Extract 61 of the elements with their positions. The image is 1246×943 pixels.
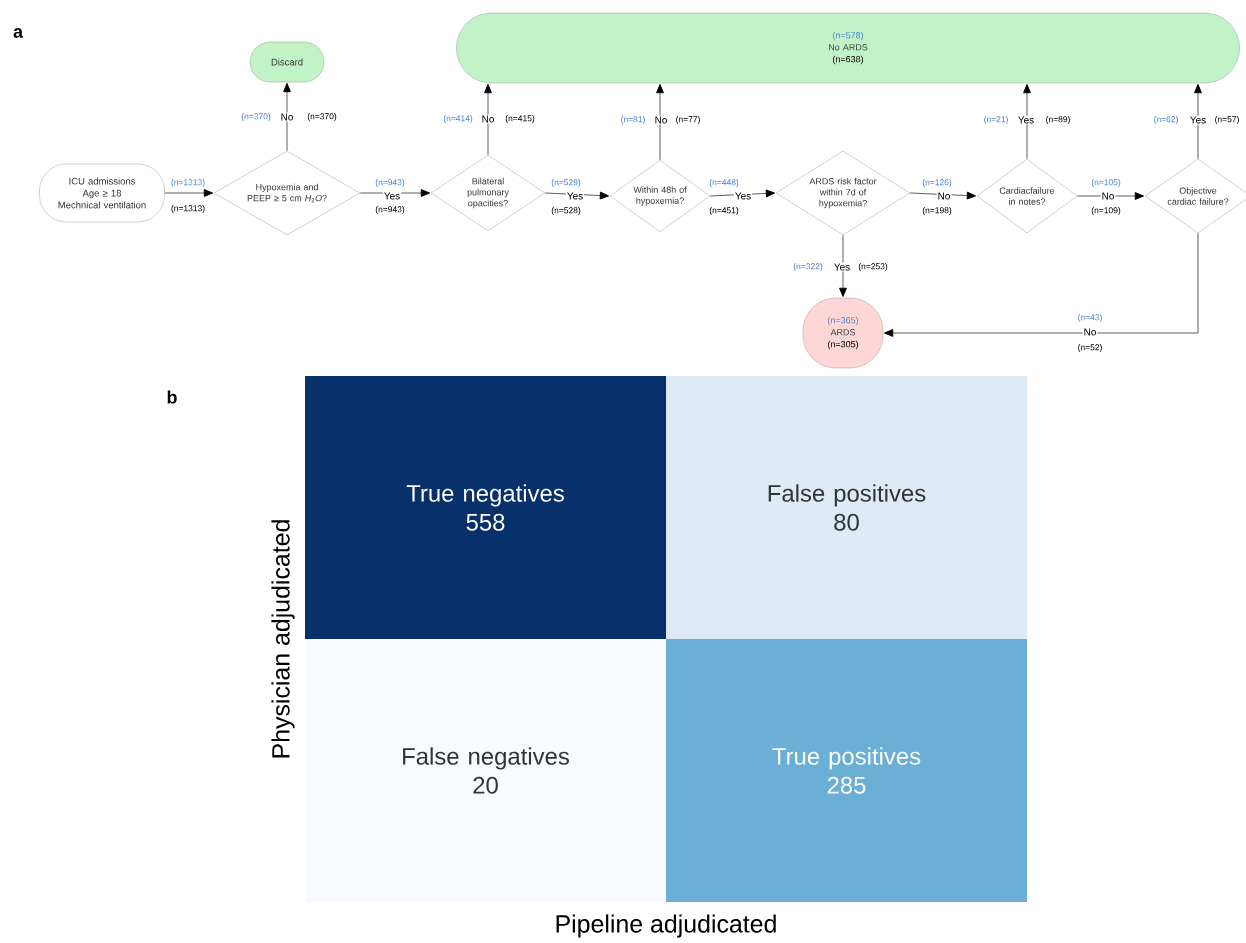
count-label: (n=21) bbox=[984, 116, 1008, 124]
count-label: (n=448) bbox=[709, 179, 739, 187]
edge-label: Yes bbox=[832, 262, 852, 272]
count-label: (n=1313) bbox=[171, 179, 205, 187]
edge-label: No bbox=[936, 191, 952, 201]
edge-label: Yes bbox=[382, 191, 402, 201]
count-label: (n=81) bbox=[621, 116, 645, 124]
count-label: (n=109) bbox=[1091, 207, 1121, 215]
count-label: (n=370) bbox=[307, 113, 337, 121]
arrow bbox=[839, 234, 847, 298]
edge-label: No bbox=[1100, 191, 1116, 201]
count-label: (n=62) bbox=[1154, 116, 1178, 124]
count-label: (n=43) bbox=[1078, 314, 1102, 322]
matrix-cell: True positives 285 bbox=[666, 639, 1027, 902]
edge-label: No bbox=[1082, 327, 1098, 337]
count-label: (n=943) bbox=[375, 206, 405, 214]
edge-label: No bbox=[653, 115, 669, 125]
arrow bbox=[484, 83, 492, 156]
edge-label: No bbox=[279, 112, 295, 122]
terminal-box: (n=365) ARDS (n=305) bbox=[802, 297, 884, 369]
arrow bbox=[656, 83, 664, 161]
count-label: (n=943) bbox=[375, 179, 405, 187]
arrow bbox=[164, 189, 214, 197]
edge-label: No bbox=[480, 114, 496, 124]
count-label: (n=52) bbox=[1078, 344, 1102, 352]
arrow bbox=[544, 191, 610, 200]
count-label: (n=415) bbox=[505, 115, 535, 123]
axis-label: Physician adjudicated bbox=[271, 520, 295, 758]
arrow bbox=[883, 232, 1199, 337]
count-label: (n=77) bbox=[676, 116, 700, 124]
arrow bbox=[359, 189, 431, 197]
count-label: (n=414) bbox=[443, 115, 473, 123]
edge-label: Yes bbox=[565, 191, 585, 201]
count-label: (n=529) bbox=[551, 179, 581, 187]
arrow bbox=[283, 82, 291, 152]
count-label: (n=253) bbox=[858, 263, 888, 271]
edge-label: Yes bbox=[733, 191, 753, 201]
arrow bbox=[1194, 83, 1202, 160]
arrow bbox=[1023, 83, 1031, 160]
count-label: (n=1313) bbox=[171, 205, 205, 213]
count-label: (n=370) bbox=[241, 113, 271, 121]
count-label: (n=198) bbox=[922, 207, 952, 215]
count-label: (n=126) bbox=[922, 179, 952, 187]
count-label: (n=322) bbox=[793, 263, 823, 271]
arrow bbox=[909, 191, 977, 200]
panel-label: a bbox=[13, 28, 24, 38]
matrix-cell: False negatives 20 bbox=[305, 639, 666, 902]
matrix-cell: True negatives 558 bbox=[305, 376, 666, 639]
arrow bbox=[1076, 192, 1145, 200]
matrix-cell: False positives 80 bbox=[666, 376, 1027, 639]
outcome-box: Discard bbox=[249, 41, 325, 83]
panel-label: b bbox=[167, 390, 177, 404]
count-label: (n=105) bbox=[1091, 179, 1121, 187]
arrow bbox=[709, 189, 776, 198]
edge-label: Yes bbox=[1016, 115, 1036, 125]
terminal-box: ICU admissions Age ≥ 18 Mechnical ventilation bbox=[39, 163, 165, 223]
count-label: (n=57) bbox=[1215, 116, 1239, 124]
edge-label: Yes bbox=[1188, 115, 1208, 125]
outcome-box: (n=578) No ARDS (n=638) bbox=[456, 12, 1240, 84]
count-label: (n=89) bbox=[1046, 116, 1070, 124]
axis-label: Pipeline adjudicated bbox=[556, 914, 776, 938]
